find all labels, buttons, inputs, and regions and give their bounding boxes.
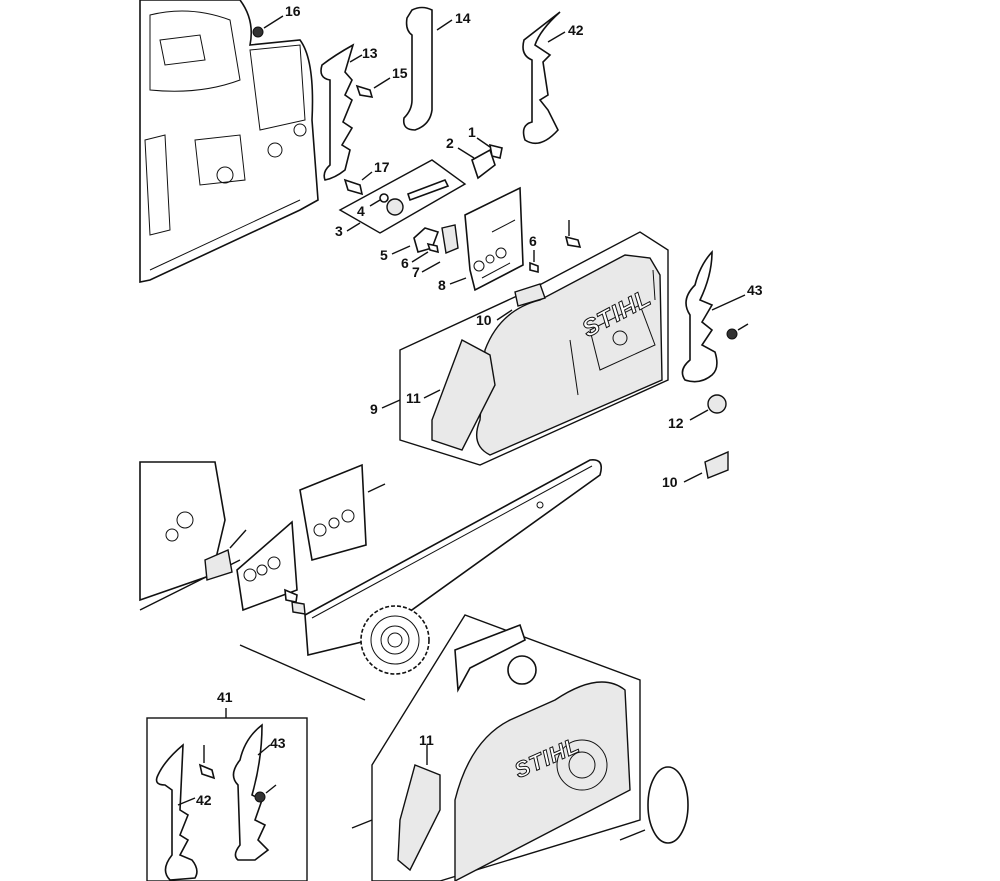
screw-6b bbox=[529, 261, 539, 274]
part-7 bbox=[441, 224, 459, 254]
guide-bar bbox=[304, 458, 603, 656]
engine-housing-bottom bbox=[139, 461, 241, 611]
part-label-17: 17 bbox=[374, 159, 390, 175]
part-label-12: 12 bbox=[668, 415, 684, 431]
part-label-43-kit: 43 bbox=[270, 735, 286, 751]
nut-41-kit bbox=[254, 791, 266, 803]
part-label-4: 4 bbox=[357, 203, 365, 219]
sprocket-cover-lower-frame bbox=[371, 614, 641, 881]
bumper-spike-43a bbox=[681, 249, 718, 383]
part-label-11-lower: 11 bbox=[419, 732, 434, 748]
spacer-bottom bbox=[291, 601, 306, 615]
sprocket-cover-lower bbox=[454, 681, 631, 881]
wear-plate-11a bbox=[431, 339, 496, 451]
bolt-bottom bbox=[284, 588, 298, 603]
part-label-5: 5 bbox=[380, 247, 388, 263]
part-label-43-right: 43 bbox=[747, 282, 763, 298]
part-label-6a: 6 bbox=[401, 255, 409, 271]
sprocket-cover-9 bbox=[476, 254, 663, 456]
guide-plate-8 bbox=[464, 186, 524, 292]
part-label-9: 9 bbox=[370, 401, 378, 417]
inlay-bottom bbox=[204, 549, 233, 581]
part-label-8: 8 bbox=[438, 277, 446, 293]
nut-12 bbox=[707, 394, 727, 414]
inlay-10a bbox=[514, 283, 546, 307]
part-label-10-upper: 10 bbox=[476, 312, 492, 328]
screw-15 bbox=[355, 84, 374, 98]
bumper-spike-42-top bbox=[522, 11, 561, 145]
nut-16 bbox=[252, 26, 264, 38]
part-label-10-lower: 10 bbox=[662, 474, 678, 490]
wear-plate-11b bbox=[397, 764, 441, 872]
part-label-1: 1 bbox=[468, 124, 476, 140]
sprocket-wheel bbox=[360, 605, 430, 675]
part-label-3: 3 bbox=[335, 223, 343, 239]
bumper-spike-42-bottom bbox=[155, 743, 198, 881]
part-label-7: 7 bbox=[412, 264, 420, 280]
inlay-10b bbox=[704, 450, 729, 479]
part-label-42-kit: 42 bbox=[196, 792, 212, 808]
sprocket-cover-9-frame bbox=[399, 231, 669, 466]
part-2 bbox=[471, 148, 496, 180]
part-label-6b: 6 bbox=[529, 233, 537, 249]
handle-14 bbox=[402, 6, 433, 131]
part-label-15: 15 bbox=[392, 65, 408, 81]
guide-plate-outer bbox=[236, 520, 298, 612]
tensioner-kit-3-frame bbox=[338, 159, 467, 234]
chain-cover-disk bbox=[647, 766, 689, 844]
part-label-41: 41 bbox=[217, 689, 233, 705]
star-knob bbox=[507, 655, 537, 685]
bracket-part bbox=[454, 623, 526, 693]
screw-17 bbox=[343, 178, 364, 196]
engine-housing-top bbox=[139, 0, 319, 283]
part-label-2: 2 bbox=[446, 135, 454, 151]
bumper-spike-13 bbox=[320, 43, 355, 181]
guide-plate-inner bbox=[299, 463, 367, 562]
bumper-spike-43b bbox=[232, 723, 270, 861]
screw-cover bbox=[564, 235, 582, 248]
part-label-13: 13 bbox=[362, 45, 378, 61]
screw-41-kit bbox=[198, 763, 216, 780]
part-label-14: 14 bbox=[455, 10, 471, 26]
screw-6a bbox=[426, 242, 439, 254]
part-label-16: 16 bbox=[285, 3, 301, 19]
part-label-42-top: 42 bbox=[568, 22, 584, 38]
part-label-11-upper: 11 bbox=[406, 390, 421, 406]
bumper-kit-41-frame bbox=[146, 717, 308, 881]
